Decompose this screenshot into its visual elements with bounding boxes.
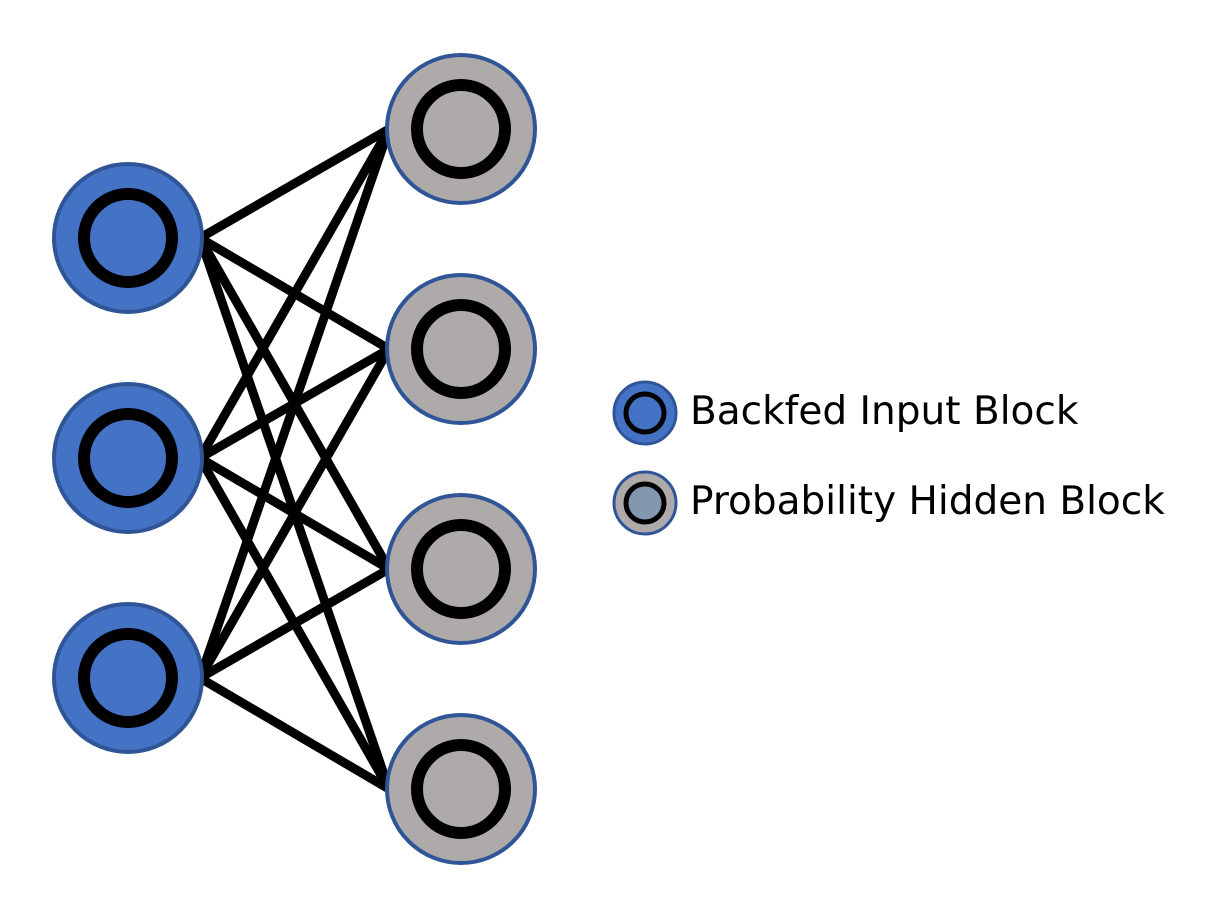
hidden-node-4 [385, 713, 537, 865]
legend-label-backfed-input: Backfed Input Block [690, 389, 1079, 434]
input-node-2-ring [78, 408, 178, 508]
edge-input-3-to-hidden-2 [195, 344, 394, 683]
hidden-node-3-ring [411, 519, 511, 619]
edge-input-3-to-hidden-3 [195, 564, 394, 683]
edge-input-3-to-hidden-4 [195, 673, 394, 794]
legend-item-probability-hidden: Probability Hidden Block [612, 468, 1212, 538]
input-node-3-ring [78, 628, 178, 728]
edge-input-3-to-hidden-1 [195, 124, 394, 683]
input-node-1-ring [78, 188, 178, 288]
hidden-node-3 [385, 493, 537, 645]
network-nodes [52, 53, 537, 865]
input-node-2 [52, 382, 204, 534]
hidden-node-2 [385, 273, 537, 425]
input-node-1 [52, 162, 204, 314]
legend-label-probability-hidden: Probability Hidden Block [690, 479, 1165, 524]
edge-input-2-to-hidden-1 [195, 124, 394, 463]
hidden-node-1 [385, 53, 537, 205]
hidden-node-2-ring [411, 299, 511, 399]
probability-hidden-swatch-icon [612, 470, 678, 536]
connection-edges [195, 124, 394, 794]
backfed-input-swatch-icon [612, 380, 678, 446]
hidden-node-1-ring [411, 79, 511, 179]
input-node-3 [52, 602, 204, 754]
hidden-node-4-ring [411, 739, 511, 839]
legend-item-backfed-input: Backfed Input Block [612, 378, 1212, 448]
edge-input-1-to-hidden-1 [195, 124, 394, 243]
